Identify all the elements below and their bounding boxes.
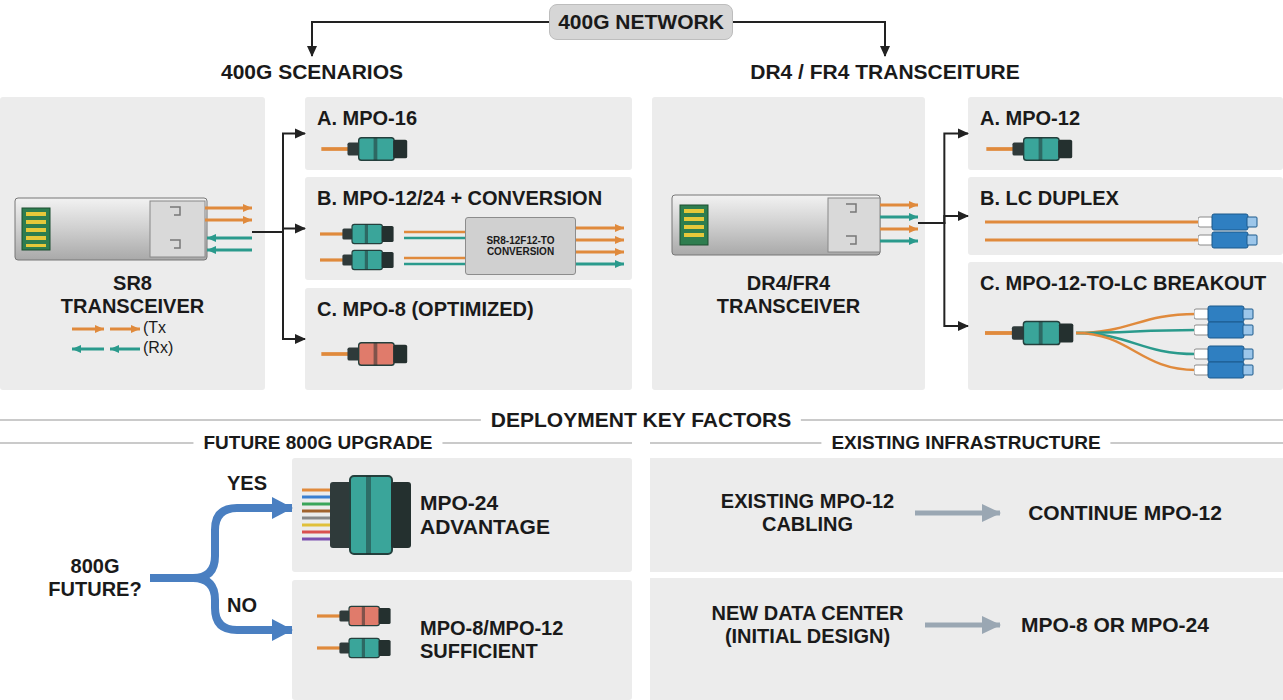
signal-label: (Tx <box>143 319 166 337</box>
mpo-lc-breakout <box>985 306 1253 378</box>
node-text: A. MPO-12 <box>980 107 1080 130</box>
mpo-conversion <box>320 224 624 269</box>
title-pill: 400G NETWORK <box>549 4 733 40</box>
divider <box>0 442 632 444</box>
conversion-box: SR8-12F12-TO CONVERSION <box>465 217 576 275</box>
option-box: A. MPO-12 <box>968 97 1283 170</box>
connector <box>925 216 968 223</box>
sr8-module <box>15 198 265 349</box>
mpo-12-connector <box>986 138 1072 160</box>
node-text: MPO-24 ADVANTAGE <box>420 491 632 539</box>
connector <box>150 578 292 630</box>
divider <box>650 442 1283 444</box>
connector <box>925 623 1000 628</box>
node-text: MPO-8 OR MPO-24 <box>1021 613 1209 637</box>
mpo-24-connector <box>302 476 411 554</box>
node-text: 800G FUTURE? <box>45 555 145 601</box>
connector <box>733 22 885 56</box>
node-text: 400G SCENARIOS <box>221 60 403 84</box>
node-text: SR8-12F12-TO CONVERSION <box>470 235 571 258</box>
node-text: SR8 TRANSCEIVER <box>53 272 213 318</box>
connector <box>265 134 305 233</box>
node-text: DR4 / FR4 TRANSCEITURE <box>750 60 1020 84</box>
node-text: A. MPO-16 <box>317 107 417 130</box>
decision-text: 800G FUTURE? <box>40 540 150 616</box>
node-text: 400G NETWORK <box>558 10 724 34</box>
lc-duplex <box>985 214 1257 248</box>
node-text: EXISTING MPO-12 CABLING <box>718 490 898 536</box>
connector <box>150 508 292 578</box>
node-text: DR4/FR4 TRANSCEIVER <box>694 272 884 318</box>
divider <box>0 419 1283 421</box>
panel <box>650 458 1283 572</box>
node-text: B. LC DUPLEX <box>980 187 1119 210</box>
node-text: C. MPO-8 (OPTIMIZED) <box>317 298 534 321</box>
dr4-module <box>672 195 925 255</box>
node-text: MPO-8/MPO-12 SUFFICIENT <box>420 617 620 663</box>
node-text: NEW DATA CENTER (INITIAL DESIGN) <box>705 602 910 648</box>
option-box: C. MPO-8 (OPTIMIZED) <box>305 288 632 390</box>
connector <box>312 22 549 56</box>
mpo-8-connector <box>321 343 407 365</box>
connector <box>925 134 968 224</box>
signal-label: (Rx) <box>143 339 173 357</box>
outcome-panel: MPO-8/MPO-12 SUFFICIENT <box>292 580 632 700</box>
subsection-header: EXISTING INFRASTRUCTURE <box>821 432 1110 454</box>
edge-label: NO <box>227 594 257 617</box>
option-box: A. MPO-16 <box>305 97 632 170</box>
mpo-8-12-connectors <box>317 606 391 657</box>
panel <box>650 578 1283 700</box>
section-header: DEPLOYMENT KEY FACTORS <box>481 408 801 432</box>
node-text: CONTINUE MPO-12 <box>1028 501 1222 525</box>
edge-label: YES <box>227 472 267 495</box>
subsection-header: FUTURE 800G UPGRADE <box>193 432 442 454</box>
section-heading: DR4 / FR4 TRANSCEITURE <box>730 56 1040 88</box>
section-heading: 400G SCENARIOS <box>180 56 444 88</box>
connector <box>265 232 305 339</box>
connector <box>915 511 1000 516</box>
node-text: C. MPO-12-TO-LC BREAKOUT <box>980 272 1266 295</box>
connector <box>925 223 968 326</box>
node-text: B. MPO-12/24 + CONVERSION <box>317 187 602 210</box>
mpo-16-connector <box>321 138 407 160</box>
